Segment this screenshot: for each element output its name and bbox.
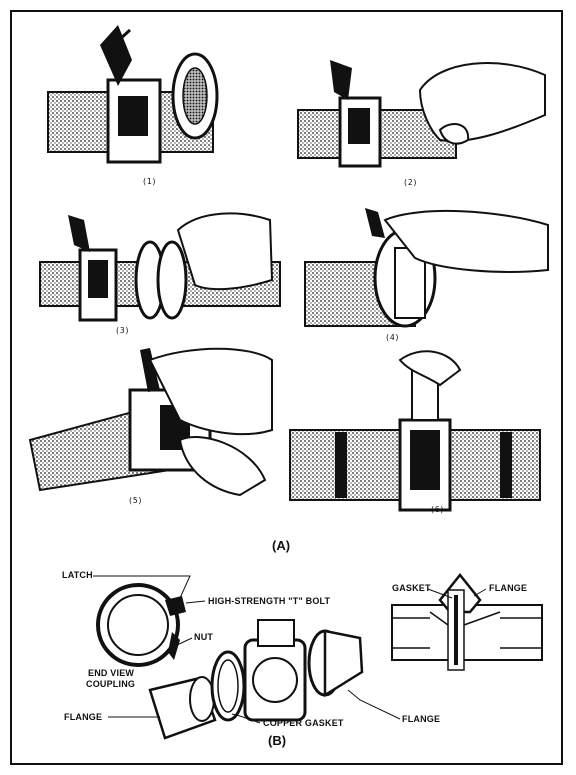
callout-nut: NUT [194,632,214,642]
nut-mark [168,632,180,660]
panel-1-illustration [47,25,219,164]
hand-4 [383,209,549,273]
t-bolt-2 [330,60,352,100]
callout-t-bolt: HIGH-STRENGTH "T" BOLT [208,596,331,606]
section-b-illustration [96,572,543,740]
hand-3 [176,212,274,291]
step-label-4: (4) [385,333,400,342]
section-view [391,572,543,671]
section-label-a: (A) [272,538,291,553]
callout-flange-right: FLANGE [402,714,441,724]
hand-5b [178,435,267,497]
panel-5-illustration [28,347,273,497]
step-label-1: (1) [142,177,157,186]
t-bolt-3 [68,215,90,252]
latch-mark [165,596,186,616]
callout-flange-left: FLANGE [64,712,103,722]
hand-5a [148,347,273,436]
callout-copper-gasket: COPPER GASKET [263,718,344,728]
callout-end-view-coupling: COUPLING [86,679,136,689]
step-label-2: (2) [403,178,418,187]
hand-6 [398,350,462,387]
step-label-5: (5) [128,496,143,505]
panel-6-illustration [289,350,541,512]
step-label-6: (6) [430,505,445,514]
panel-3-illustration [39,212,281,322]
t-bolt-1 [100,25,132,86]
callout-latch: LATCH [62,570,93,580]
coupling-1-latch [118,96,148,136]
t-bolt-5 [140,348,160,392]
panel-2-illustration [297,60,546,168]
callout-end-view: END VIEW [88,668,135,678]
hand-2 [418,62,546,142]
step-label-3: (3) [115,326,130,335]
callout-leaders [93,575,487,724]
t-bolt-4 [365,208,385,238]
callout-gasket-section: GASKET [392,583,431,593]
panel-4-illustration [304,208,549,328]
section-label-b: (B) [268,733,287,748]
callout-flange-section: FLANGE [489,583,528,593]
